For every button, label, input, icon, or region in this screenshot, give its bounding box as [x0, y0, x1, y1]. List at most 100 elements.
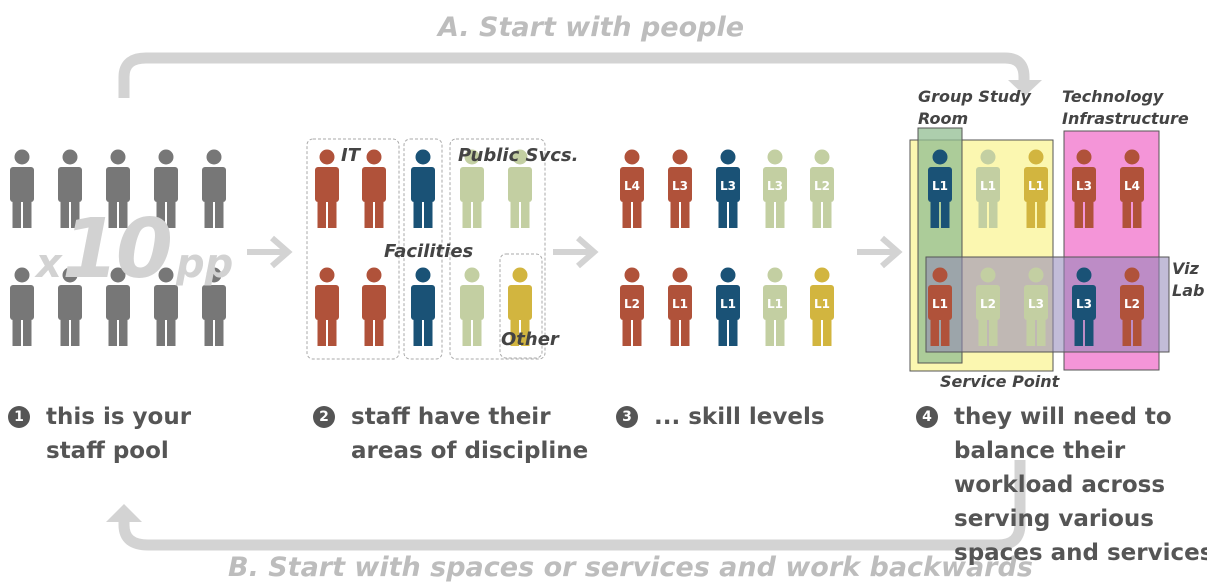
staff-person-1	[10, 149, 34, 228]
staff-person-10	[202, 267, 226, 346]
viz-lab-line-2: Lab	[1172, 281, 1205, 300]
space-person-9-level: L3	[1076, 297, 1092, 311]
space-person-2: L1	[976, 149, 1000, 228]
step-1-line-1: this is your	[46, 404, 192, 430]
skill-person-8: L1	[716, 267, 740, 346]
loop-b-arrowhead	[106, 504, 142, 522]
staff-person-3	[106, 149, 130, 228]
step-3-number: 3	[616, 406, 638, 428]
space-person-9: L3	[1072, 267, 1096, 346]
discipline-person-3	[411, 149, 435, 228]
space-person-4: L3	[1072, 149, 1096, 228]
multiplier-x: x	[36, 241, 62, 287]
step-2-number: 2	[313, 406, 335, 428]
space-person-1: L1	[928, 149, 952, 228]
step-4-text: they will need to balance their workload…	[954, 400, 1207, 570]
loop-a-arrowhead	[1008, 80, 1042, 96]
step-arrow-1	[247, 235, 293, 269]
technology-infrastructure-label: Technology Infrastructure	[1062, 86, 1189, 130]
viz-lab-label: Viz Lab	[1172, 258, 1204, 302]
other-label: Other	[501, 329, 559, 350]
space-person-8-level: L3	[1028, 297, 1044, 311]
discipline-person-2	[362, 149, 386, 228]
discipline-boxes	[306, 138, 546, 360]
skill-person-2: L3	[668, 149, 692, 228]
space-person-7-level: L2	[980, 297, 996, 311]
space-person-6: L1	[928, 267, 952, 346]
step-arrow-3	[857, 235, 903, 269]
step-1-line-2: staff pool	[46, 438, 169, 464]
skill-person-3: L3	[716, 149, 740, 228]
staff-person-4	[154, 149, 178, 228]
discipline-person-10	[508, 267, 532, 346]
skill-person-6: L2	[620, 267, 644, 346]
discipline-person-5	[508, 149, 532, 228]
discipline-person-7	[362, 267, 386, 346]
group-study-room-label: Group Study Room	[918, 86, 1031, 130]
staff-person-7	[58, 267, 82, 346]
step-3-text: ... skill levels	[654, 400, 825, 434]
step-arrow-2	[553, 235, 599, 269]
staff-person-2	[58, 149, 82, 228]
step-2-line-2: areas of discipline	[351, 438, 589, 464]
discipline-person-6	[315, 267, 339, 346]
step-4-line-3: workload across	[954, 472, 1166, 498]
step-3-line-1: ... skill levels	[654, 404, 825, 430]
space-person-6-level: L1	[932, 297, 948, 311]
loop-a-arrow	[118, 52, 1030, 98]
technology-infrastructure-line-2: Infrastructure	[1062, 109, 1189, 128]
skill-person-4-level: L3	[767, 179, 783, 193]
skill-person-7-level: L1	[672, 297, 688, 311]
service-point-label: Service Point	[940, 372, 1060, 391]
step-4-line-4: serving various	[954, 506, 1154, 532]
step-1-number: 1	[8, 406, 30, 428]
space-person-5: L4	[1120, 149, 1144, 228]
skill-person-5: L2	[810, 149, 834, 228]
skill-person-3-level: L3	[720, 179, 736, 193]
space-person-5-level: L4	[1124, 179, 1140, 193]
skill-person-2-level: L3	[672, 179, 688, 193]
it-label: IT	[341, 145, 360, 166]
step-4-line-2: balance their	[954, 438, 1126, 464]
other-group-box	[499, 253, 543, 359]
discipline-person-1	[315, 149, 339, 228]
discipline-person-4	[460, 149, 484, 228]
step-4-number: 4	[916, 406, 938, 428]
it-group-box	[306, 138, 400, 360]
skill-person-1-level: L4	[624, 179, 640, 193]
skill-person-1: L4	[620, 149, 644, 228]
facilities-label: Facilities	[384, 241, 474, 262]
space-person-10-level: L2	[1124, 297, 1140, 311]
space-person-7: L2	[976, 267, 1000, 346]
loop-b-label: B. Start with spaces or services and wor…	[228, 552, 1033, 583]
step-4-line-1: they will need to	[954, 404, 1172, 430]
loop-b-arrow	[118, 460, 1026, 551]
public-svcs-label: Public Svcs.	[458, 145, 579, 166]
step-4-line-5: spaces and services	[954, 540, 1207, 566]
staff-person-5	[202, 149, 226, 228]
group-study-room-line-1: Group Study	[918, 87, 1031, 106]
space-person-10: L2	[1120, 267, 1144, 346]
skill-person-7: L1	[668, 267, 692, 346]
skill-person-10: L1	[810, 267, 834, 346]
step-2-line-1: staff have their	[351, 404, 551, 430]
public-group-box	[449, 138, 546, 360]
discipline-person-9	[460, 267, 484, 346]
space-person-1-level: L1	[932, 179, 948, 193]
skill-person-9: L1	[763, 267, 787, 346]
space-person-2-level: L1	[980, 179, 996, 193]
space-person-8: L3	[1024, 267, 1048, 346]
step-1-text: this is your staff pool	[46, 400, 191, 468]
skill-person-8-level: L1	[720, 297, 736, 311]
multiplier-number: 10	[61, 202, 173, 297]
skill-person-4: L3	[763, 149, 787, 228]
skill-person-6-level: L2	[624, 297, 640, 311]
staff-person-6	[10, 267, 34, 346]
loop-a-label: A. Start with people	[438, 12, 745, 43]
space-person-3-level: L1	[1028, 179, 1044, 193]
viz-lab-line-1: Viz	[1172, 259, 1199, 278]
multiplier-unit: pp	[175, 241, 234, 287]
step-2-text: staff have their areas of discipline	[351, 400, 588, 468]
group-study-room-line-2: Room	[918, 109, 969, 128]
